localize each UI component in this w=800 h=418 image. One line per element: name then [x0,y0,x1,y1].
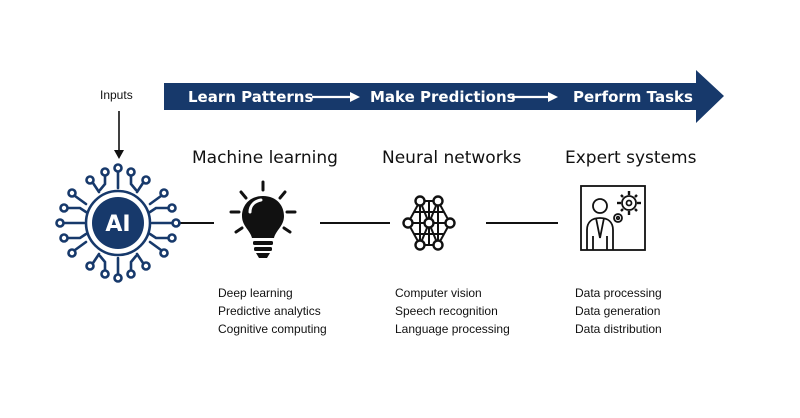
machine-learning-list: Deep learning Predictive analytics Cogni… [218,284,327,338]
neural-networks-list: Computer vision Speech recognition Langu… [395,284,510,338]
list-item: Speech recognition [395,304,498,318]
expert-systems-list: Data processing Data generation Data dis… [575,284,662,338]
list-item: Deep learning [218,286,293,300]
ai-chip-core [92,197,144,249]
flow-step-learn-patterns: Learn Patterns [188,88,314,106]
flow-connector-arrow-2 [512,92,558,102]
expert-person-gear-icon [580,185,646,251]
column-title-neural-networks: Neural networks [382,148,522,168]
list-item: Predictive analytics [218,304,321,318]
list-item: Data distribution [575,322,662,336]
ai-chip-icon [55,163,181,283]
list-item: Language processing [395,322,510,336]
list-item: Data generation [575,304,661,318]
neural-network-icon [402,195,456,251]
list-item: Computer vision [395,286,482,300]
column-title-expert-systems: Expert systems [565,148,697,168]
flow-step-make-predictions: Make Predictions [370,88,516,106]
flow-band-arrow [164,70,724,123]
list-item: Data processing [575,286,662,300]
flow-step-perform-tasks: Perform Tasks [573,88,693,106]
list-item: Cognitive computing [218,322,327,336]
inputs-label: Inputs [100,88,133,102]
input-arrow [114,111,124,159]
ai-chip-label: AI [105,212,130,237]
flow-connector-arrow-1 [312,92,360,102]
lightbulb-icon [229,180,297,258]
column-title-machine-learning: Machine learning [192,148,338,168]
